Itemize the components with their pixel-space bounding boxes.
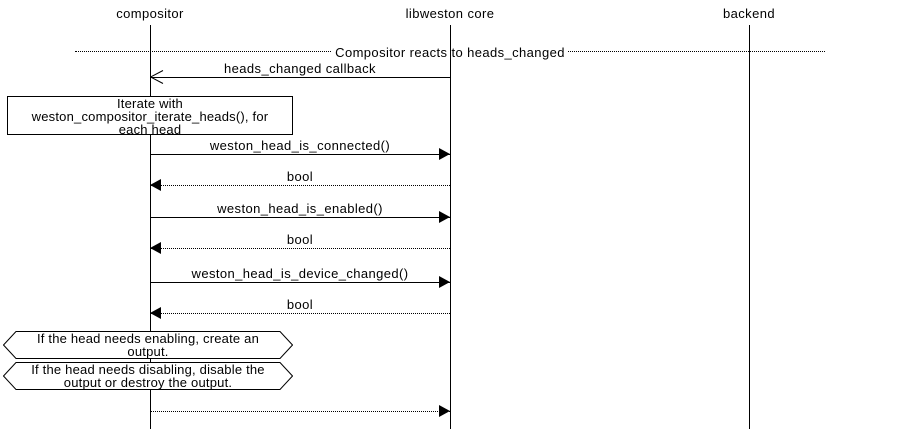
actor-label-libweston-core: libweston core (405, 6, 495, 21)
filled-arrowhead-right-icon (439, 405, 450, 417)
message-line (150, 217, 450, 218)
lifeline-libweston-core (450, 25, 451, 429)
message-line (150, 411, 450, 412)
note-line: each head (118, 122, 182, 137)
filled-arrowhead-left-icon (150, 242, 161, 254)
hexagon-shape (3, 362, 293, 390)
note-iterate-heads: Iterate with weston_compositor_iterate_h… (7, 96, 293, 137)
message-line (150, 313, 450, 314)
message-line (150, 185, 450, 186)
hnote-line: output. (127, 344, 169, 359)
lifeline-backend (749, 25, 750, 429)
hnote-line: If the head needs disabling, disable the (31, 362, 265, 377)
message-line (150, 282, 450, 283)
message-line (150, 77, 450, 78)
note-line: Iterate with (117, 96, 183, 111)
message-line (150, 248, 450, 249)
message-label-bool: bool (286, 232, 314, 247)
message-label-head-is-enabled: weston_head_is_enabled() (217, 201, 383, 216)
filled-arrowhead-left-icon (150, 307, 161, 319)
actor-label-backend: backend (723, 6, 775, 21)
message-label-heads-changed-callback: heads_changed callback (224, 61, 376, 76)
open-arrowhead-icon (150, 70, 164, 84)
hnote-enable-output: If the head needs enabling, create an ou… (3, 331, 293, 359)
filled-arrowhead-right-icon (439, 276, 450, 288)
filled-arrowhead-right-icon (439, 148, 450, 160)
message-label-bool: bool (286, 297, 314, 312)
note-line: weston_compositor_iterate_heads(), for (31, 109, 269, 124)
message-line (150, 154, 450, 155)
hnote-disable-output: If the head needs disabling, disable the… (3, 362, 293, 390)
hexagon-shape (3, 331, 293, 359)
hnote-line: output or destroy the output. (63, 375, 233, 390)
actor-label-compositor: compositor (116, 6, 184, 21)
hnote-line: If the head needs enabling, create an (36, 331, 260, 346)
message-label-bool: bool (286, 169, 314, 184)
message-label-head-is-device-changed: weston_head_is_device_changed() (191, 266, 409, 281)
lifeline-compositor (150, 25, 151, 429)
filled-arrowhead-left-icon (150, 179, 161, 191)
filled-arrowhead-right-icon (439, 211, 450, 223)
message-label-head-is-connected: weston_head_is_connected() (209, 138, 391, 153)
